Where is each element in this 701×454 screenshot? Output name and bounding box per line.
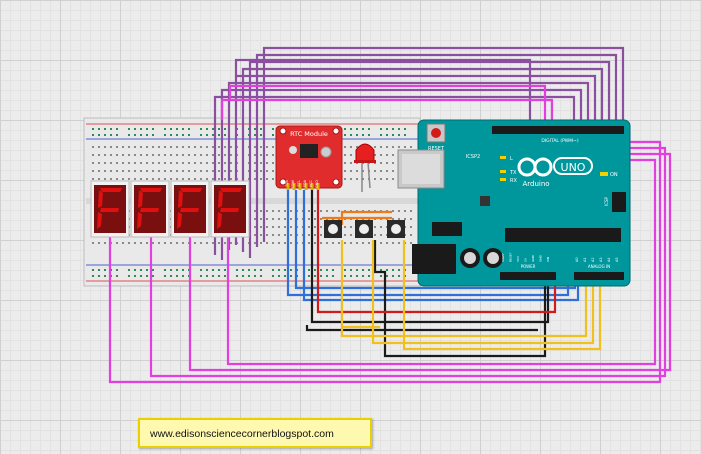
push-button-3[interactable] xyxy=(387,220,405,238)
push-buttons xyxy=(324,220,405,238)
analog-pin-labels: A0 A1 A2 A3 A4 A5 xyxy=(575,257,619,262)
rtc-pin-label: SCL xyxy=(297,180,301,187)
rtc-pin-label: SDA xyxy=(303,179,307,187)
arduino-logo: UNO Arduino xyxy=(517,157,593,188)
analog-pin-label: A2 xyxy=(591,257,595,262)
red-led xyxy=(354,143,376,192)
rtc-pin-label: GND xyxy=(315,180,319,188)
rtc-pin-label: SQW xyxy=(291,179,295,188)
led-label-tx: TX xyxy=(509,170,517,176)
power-pin-label: 5V xyxy=(524,257,528,262)
display-digit-3: F xyxy=(170,180,210,238)
digital-header-label: DIGITAL (PWM~) xyxy=(541,138,579,144)
analog-header xyxy=(574,272,624,280)
icsp2-label: ICSP2 xyxy=(466,154,480,160)
analog-pin-label: A5 xyxy=(615,257,619,262)
led-label-l: L xyxy=(510,156,513,162)
analog-pin-label: A0 xyxy=(575,257,579,262)
power-pin-label: RESET xyxy=(509,252,513,262)
rtc-pin-gnd xyxy=(316,183,320,190)
footer-url: www.edisonsciencecornerblogspot.com xyxy=(150,428,334,440)
power-pin-label: IOREF xyxy=(501,253,505,262)
analog-header-label: ANALOG IN xyxy=(588,264,610,269)
analog-pin-label: A1 xyxy=(583,257,587,262)
analog-pin-label: A3 xyxy=(599,257,603,262)
led-label-on: ON xyxy=(610,172,618,178)
push-button-2[interactable] xyxy=(355,220,373,238)
power-pin-label: 3V3 xyxy=(516,256,520,262)
rtc-pin-scl xyxy=(298,183,302,190)
display-digit-2: F xyxy=(130,180,170,238)
magenta-digit-wires xyxy=(108,84,672,384)
power-pin-label: GND xyxy=(531,254,535,262)
display-digit-1: F xyxy=(90,180,130,238)
power-pin-label: GND xyxy=(539,254,543,262)
rtc-pin-label: VCC xyxy=(309,179,313,187)
power-pin-label: VIN xyxy=(546,257,550,262)
seven-segment-displays: F F F F xyxy=(90,180,250,238)
rtc-label: RTC Module xyxy=(290,130,328,138)
power-jack xyxy=(412,244,456,274)
icsp-label: ICSP xyxy=(604,196,609,206)
arduino-brand: Arduino xyxy=(522,180,549,188)
rtc-pin-label: 32k xyxy=(285,179,289,186)
analog-pin-label: A4 xyxy=(607,257,611,262)
power-header-label: POWER xyxy=(521,264,536,269)
icsp-header xyxy=(612,192,626,212)
digital-header xyxy=(492,126,624,134)
purple-segment-wires xyxy=(213,46,625,260)
uno-logo-text: UNO xyxy=(561,161,586,174)
rtc-pin-sqw xyxy=(292,183,296,190)
arduino-uno-board: RESET ICSP2 DIGITAL (PWM~) UNO Arduino L… xyxy=(397,119,631,287)
reset-label: RESET xyxy=(428,146,445,152)
rtc-pin-32k xyxy=(286,183,290,190)
rtc-pin-sda xyxy=(304,183,308,190)
regulator-chip xyxy=(432,222,462,236)
display-digit-4: F xyxy=(210,180,250,238)
atmega-chip xyxy=(505,228,621,242)
onboard-leds: L TX RX ON xyxy=(500,156,618,184)
power-header xyxy=(500,272,556,280)
rtc-pin-vcc xyxy=(310,183,314,190)
push-button-1[interactable] xyxy=(324,220,342,238)
footer-url-box: www.edisonsciencecornerblogspot.com xyxy=(138,418,372,448)
led-label-rx: RX xyxy=(510,178,517,184)
